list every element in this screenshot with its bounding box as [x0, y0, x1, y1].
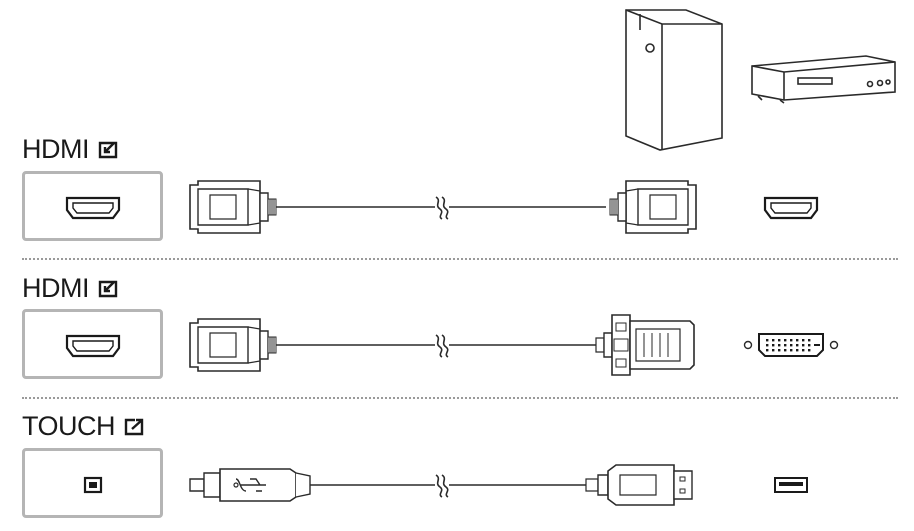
hdmi-to-hdmi-cable — [189, 180, 697, 234]
section-label-hdmi-2: HDMI — [22, 273, 119, 304]
output-arrow-icon — [124, 418, 144, 435]
dvi-plug — [595, 314, 695, 376]
device-hdmi-port-icon — [763, 196, 819, 220]
port-label-text: HDMI — [22, 273, 90, 303]
dvi-port-icon — [743, 333, 839, 357]
pc-tower-icon — [625, 9, 723, 151]
usb-b-plug — [189, 468, 311, 502]
hdmi-port-icon — [65, 334, 121, 358]
hdmi-plug-left — [189, 180, 277, 234]
port-label-text: HDMI — [22, 134, 90, 164]
input-arrow-icon — [98, 280, 118, 297]
hdmi-port-icon — [65, 196, 121, 220]
hdmi-to-dvi-cable — [189, 314, 695, 376]
hdmi-plug-right — [609, 180, 697, 234]
section-label-touch: TOUCH — [22, 411, 145, 442]
usb-b-port-icon — [83, 476, 103, 494]
cable-break-icon — [435, 474, 449, 498]
section-divider — [22, 397, 898, 399]
usb-a-port-icon — [774, 477, 808, 493]
hdmi-plug-left — [189, 318, 277, 372]
cable-break-icon — [435, 334, 449, 358]
section-label-hdmi-1: HDMI — [22, 134, 119, 165]
cable-break-icon — [435, 196, 449, 220]
usb-a-plug — [585, 464, 693, 506]
section-divider — [22, 258, 898, 260]
input-arrow-icon — [98, 141, 118, 158]
dvd-player-icon — [751, 55, 896, 104]
port-label-text: TOUCH — [22, 411, 116, 441]
usb-b-to-usb-a-cable — [189, 464, 693, 506]
